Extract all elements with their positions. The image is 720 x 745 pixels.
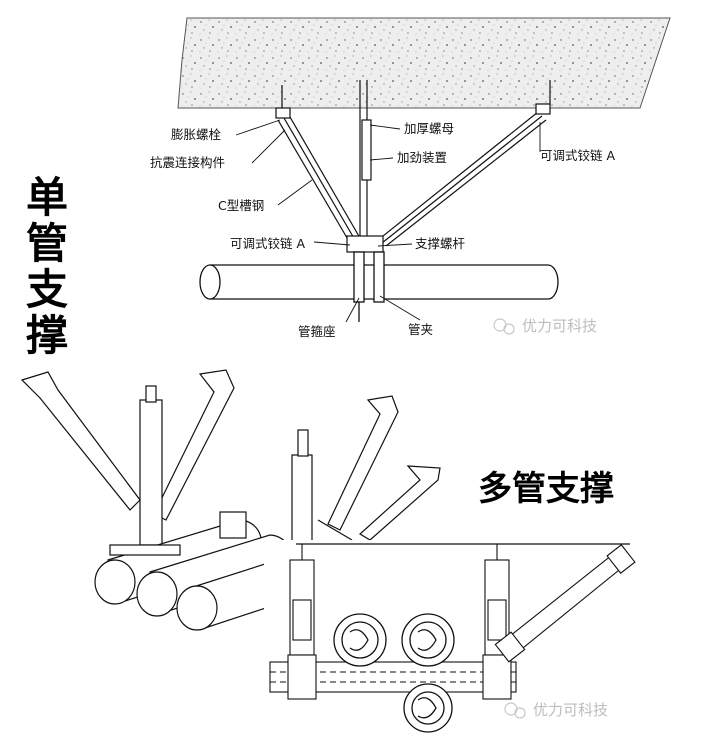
multi-pipe-elevation: 优力可科技 <box>264 540 720 745</box>
left-3d-brace <box>20 371 141 511</box>
single-pipe-title: 单 管 支 撑 <box>26 173 68 360</box>
multi-pipe-3d-drawing <box>20 369 312 631</box>
label-c-channel: C型槽钢 <box>218 198 264 213</box>
label-thick-nut: 加厚螺母 <box>404 121 454 136</box>
label-expansion-bolt: 膨胀螺栓 <box>171 127 222 142</box>
title-char-3: 支 <box>26 265 68 314</box>
label-pipe-clamp: 管夹 <box>408 322 433 337</box>
right-3d-brace-3 <box>358 465 441 541</box>
single-pipe-clamp <box>353 251 385 322</box>
right-diagonal-brace <box>377 80 551 247</box>
vertical-3d-channel-2 <box>291 454 313 546</box>
label-reinforcement: 加劲装置 <box>397 150 447 165</box>
elevation-pipes <box>333 613 455 733</box>
title-char-4: 撑 <box>26 311 68 360</box>
elevation-crossbar <box>269 654 517 700</box>
elevation-channels <box>289 544 510 656</box>
title-char-1: 单 <box>26 173 68 222</box>
label-pipe-clamp-seat: 管箍座 <box>298 324 336 339</box>
watermark-top: 优力可科技 <box>493 317 597 335</box>
single-pipe-support-drawing: 膨胀螺栓 抗震连接构件 C型槽钢 可调式铰链 A 加厚螺母 加劲装置 可调式铰链… <box>150 17 671 339</box>
right-3d-brace-2 <box>327 395 399 531</box>
watermark-text-bottom: 优力可科技 <box>533 701 608 719</box>
center-hinge <box>346 235 384 253</box>
multi-pipe-title: 多管支撑 <box>478 469 614 509</box>
elevation-diagonal-brace <box>494 544 636 663</box>
label-seismic-connector: 抗震连接构件 <box>150 155 225 170</box>
vertical-3d-channel <box>139 399 163 546</box>
watermark-bottom: 优力可科技 <box>504 701 608 719</box>
vertical-support-rod <box>359 80 372 248</box>
label-support-rod: 支撑螺杆 <box>415 236 466 251</box>
multi-pipe-3d-drawing-2 <box>291 395 441 546</box>
title-char-2: 管 <box>26 219 68 268</box>
right-3d-brace <box>153 369 235 521</box>
label-leaders <box>235 119 541 323</box>
left-diagonal-brace <box>275 85 361 244</box>
watermark-text-top: 优力可科技 <box>522 317 597 335</box>
concrete-ceiling <box>177 17 671 109</box>
label-hinge-left: 可调式铰链 A <box>230 236 305 251</box>
label-hinge-right: 可调式铰链 A <box>540 148 615 163</box>
